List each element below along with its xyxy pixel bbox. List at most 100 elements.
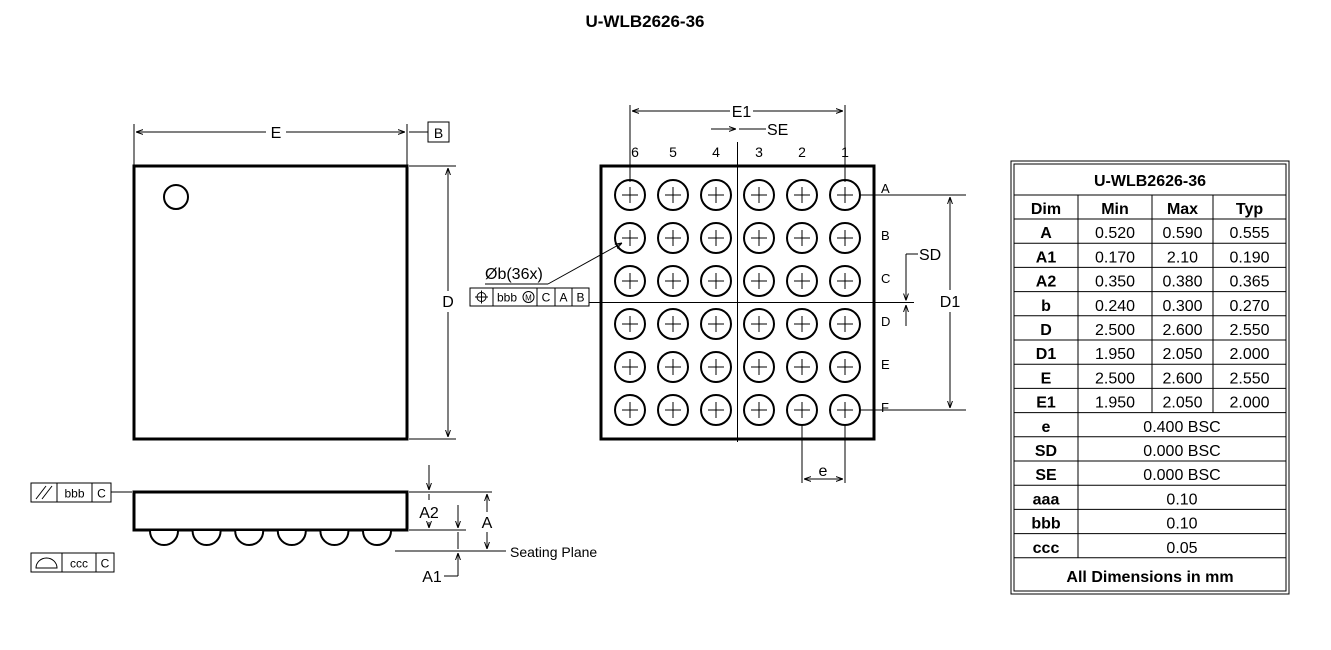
table-value-cell: 2.500 [1095,322,1135,339]
table-value-cell: 2.000 [1229,395,1269,412]
table-value-cell: 0.10 [1166,491,1197,508]
solder-ball-icon [829,308,861,340]
solder-ball-icon [829,179,861,211]
side-solder-ball-icon [234,530,265,546]
table-value-cell: 2.600 [1162,322,1202,339]
svg-text:M: M [525,294,532,303]
table-footer: All Dimensions in mm [1066,569,1233,586]
table-value-cell: 0.590 [1162,225,1202,242]
solder-ball-icon [743,308,775,340]
table-dim-cell: E1 [1036,395,1056,412]
parallelism-datum: C [97,487,106,501]
table-value-cell: 0.400 BSC [1143,419,1220,436]
solder-ball-icon [614,265,646,297]
solder-ball-icon [700,222,732,254]
top-view: E B D [132,121,456,441]
table-value-cell: 2.050 [1162,395,1202,412]
solder-ball-icon [829,351,861,383]
row-label: A [881,181,890,196]
parallelism-icon [35,485,53,500]
table-value-cell: 0.300 [1162,298,1202,315]
table-dim-cell: b [1041,298,1051,315]
solder-ball-icon [700,351,732,383]
solder-ball-icon [614,179,646,211]
datum-b-label: B [434,125,443,141]
row-label: D [881,314,890,329]
solder-ball-icon [657,394,689,426]
table-value-cell: 0.190 [1229,249,1269,266]
dim-d-label: D [442,294,454,311]
table-dim-cell: e [1042,419,1051,436]
solder-ball-icon [743,179,775,211]
side-ball-row [149,530,392,546]
solder-ball-icon [786,351,818,383]
solder-ball-icon [700,308,732,340]
table-header-cell: Max [1167,201,1198,218]
solder-ball-icon [614,308,646,340]
table-value-cell: 2.050 [1162,346,1202,363]
dim-a2-label: A2 [419,505,439,522]
table-value-cell: 1.950 [1095,395,1135,412]
profile-fcf: ccc C [30,552,115,573]
ball-diameter-note: Øb(36x) [485,266,543,283]
table-header-cell: Min [1101,201,1129,218]
table-headers: Dim Min Max Typ [1031,201,1263,218]
table-header-cell: Dim [1031,201,1061,218]
table-value-cell: 2.600 [1162,370,1202,387]
table-value-cell: 0.380 [1162,274,1202,291]
solder-ball-icon [786,222,818,254]
table-value-cell: 0.10 [1166,516,1197,533]
surface-profile-icon [35,557,58,569]
table-dim-cell: A [1040,225,1052,242]
table-value-cell: 1.950 [1095,346,1135,363]
fcf-datum-c: C [542,291,551,305]
side-solder-ball-icon [319,530,350,546]
solder-ball-icon [743,265,775,297]
table-value-cell: 2.550 [1229,322,1269,339]
table-value-cell: 0.240 [1095,298,1135,315]
table-value-cell: 2.500 [1095,370,1135,387]
table-dim-cell: D1 [1036,346,1057,363]
dim-e-label: E [271,125,282,142]
solder-ball-icon [614,394,646,426]
column-label: 3 [755,144,763,160]
solder-ball-icon [829,222,861,254]
table-value-cell: 0.350 [1095,274,1135,291]
table-value-cell: 0.000 BSC [1143,443,1220,460]
dim-a-label: A [482,515,493,532]
table-dim-cell: E [1041,370,1052,387]
table-value-cell: 0.520 [1095,225,1135,242]
table-dim-cell: A1 [1036,249,1057,266]
row-label: B [881,228,890,243]
table-header-cell: Typ [1236,201,1263,218]
table-value-cell: 2.550 [1229,370,1269,387]
row-label: C [881,271,890,286]
table-value-cell: 0.365 [1229,274,1269,291]
solder-ball-icon [614,222,646,254]
solder-ball-icon [786,394,818,426]
table-value-cell: 2.000 [1229,346,1269,363]
solder-ball-icon [657,308,689,340]
mmc-modifier-icon: M [522,291,535,303]
solder-ball-icon [614,351,646,383]
solder-ball-icon [743,222,775,254]
table-dim-cell: bbb [1031,516,1061,533]
table-dim-cell: aaa [1033,491,1060,508]
table-value-cell: 0.555 [1229,225,1269,242]
package-body-side [132,490,409,532]
table-value-cell: 0.05 [1166,540,1197,557]
row-label: E [881,357,890,372]
column-label: 2 [798,144,806,160]
dim-a1-label: A1 [422,569,442,586]
parallelism-fcf: bbb C [30,482,132,503]
solder-ball-icon [700,394,732,426]
table-grid [1014,194,1286,559]
table-dim-cell: ccc [1033,540,1060,557]
seating-plane-label: Seating Plane [510,544,597,560]
package-body-top [132,164,409,441]
